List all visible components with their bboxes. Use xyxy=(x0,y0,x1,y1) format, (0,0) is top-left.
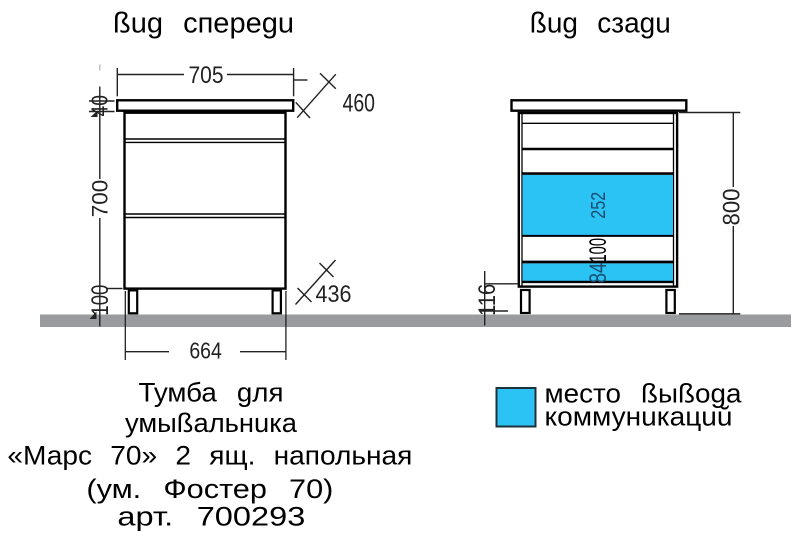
svg-text:436: 436 xyxy=(316,281,352,308)
svg-text:84: 84 xyxy=(585,263,612,284)
svg-text:коммунuкацuŭ: коммунuкацuŭ xyxy=(545,402,733,432)
svg-text:100: 100 xyxy=(585,238,612,263)
svg-text:40: 40 xyxy=(87,95,113,117)
svg-text:800: 800 xyxy=(719,189,746,226)
svg-text:664: 664 xyxy=(189,338,222,364)
svg-text:(ум. Фостер 70): (ум. Фостер 70) xyxy=(86,474,333,504)
svg-text:Тумба gля: Тумба gля xyxy=(139,377,284,407)
svg-text:705: 705 xyxy=(189,62,224,89)
svg-text:«Марс 70» 2 ящ. напольная: «Марс 70» 2 ящ. напольная xyxy=(7,441,412,471)
svg-text:460: 460 xyxy=(343,90,376,118)
svg-text:ßug спереgu: ßug спереgu xyxy=(113,8,294,40)
svg-text:ßug сзаgu: ßug сзаgu xyxy=(530,8,671,40)
svg-text:252: 252 xyxy=(587,192,610,219)
svg-text:116: 116 xyxy=(474,284,501,316)
svg-text:умыßальнuка: умыßальнuка xyxy=(125,408,298,438)
svg-text:место ßыßоgа: место ßыßоgа xyxy=(545,379,743,409)
svg-text:700: 700 xyxy=(87,180,112,218)
svg-text:100: 100 xyxy=(87,285,114,316)
svg-text:арт. 700293: арт. 700293 xyxy=(117,502,305,532)
